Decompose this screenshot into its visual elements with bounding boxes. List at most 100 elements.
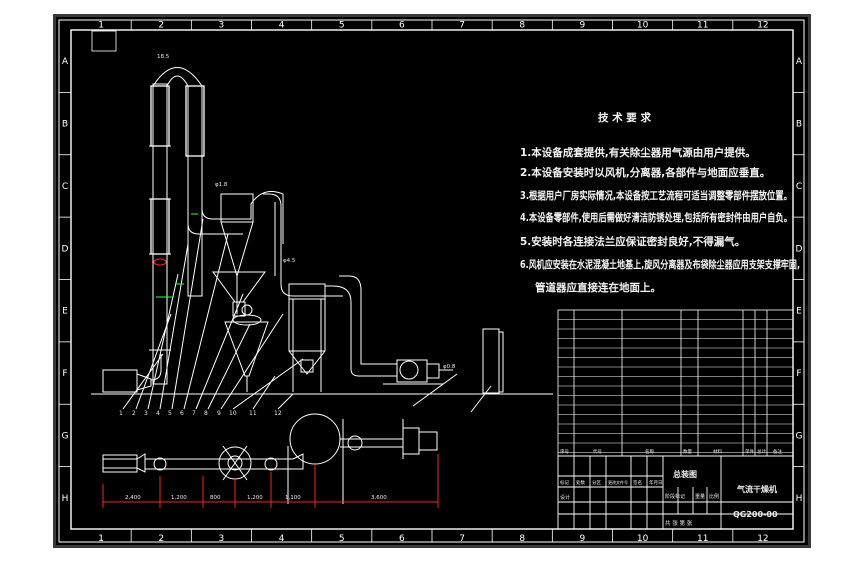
- zone-row-label-right: D: [796, 244, 803, 254]
- technical-requirements: 技 术 要 求 1.本设备成套提供,有关除尘器用气源由用户提供。 2.本设备安装…: [520, 111, 800, 294]
- zone-col-label-top: 2: [158, 21, 164, 31]
- svg-text:2,400: 2,400: [125, 495, 141, 501]
- svg-text:1,100: 1,100: [285, 495, 301, 501]
- svg-text:3: 3: [144, 410, 148, 417]
- exhaust-pipe: [325, 285, 397, 377]
- svg-text:φ0.8: φ0.8: [443, 364, 456, 370]
- requirements-title: 技 术 要 求: [598, 111, 651, 124]
- zone-col-label-bottom: 2: [158, 534, 164, 544]
- zone-row-label-left: D: [62, 244, 69, 254]
- sign-label: 更改文件号: [608, 479, 628, 485]
- zone-col-label-top: 4: [279, 21, 285, 31]
- design-label: 设计: [560, 494, 570, 501]
- bom-header: 序号 代号 名称 数量 材料 单件 总计 备注: [560, 448, 782, 455]
- cyclone-1-body: [220, 193, 254, 223]
- zone-row-label-left: A: [62, 57, 69, 67]
- zone-row-label-right: B: [796, 120, 802, 130]
- zone-row-label-left: G: [62, 431, 69, 441]
- zone-col-label-bottom: 1: [98, 534, 104, 544]
- elevation-view: [91, 67, 553, 413]
- bom-header-cell: 总计: [757, 448, 766, 455]
- zone-col-label-bottom: 4: [279, 534, 285, 544]
- stage-label: 重量: [695, 493, 705, 500]
- bom-header-cell: 备注: [773, 448, 782, 455]
- zone-row-label-right: G: [796, 431, 803, 441]
- svg-text:φ1.8: φ1.8: [215, 182, 228, 188]
- zone-col-label-bottom: 6: [399, 534, 405, 544]
- requirement-line: 4.本设备零部件,使用后需做好清洁防锈处理,包括所有密封件由用户自负。: [520, 211, 792, 224]
- requirement-line: 1.本设备成套提供,有关除尘器用气源由用户提供。: [520, 146, 756, 159]
- zone-row-label-right: H: [796, 494, 803, 504]
- svg-text:12: 12: [274, 410, 282, 417]
- filing-margin: [91, 30, 117, 52]
- svg-text:φ4.5: φ4.5: [283, 258, 296, 264]
- bom-header-cell: 数量: [683, 448, 692, 455]
- plan-view: [102, 413, 438, 504]
- conical-mixer: [224, 321, 269, 377]
- zone-col-label-bottom: 7: [459, 534, 465, 544]
- bom-header-cell: 材料: [713, 448, 722, 455]
- drawing-number: QG200-00: [733, 510, 778, 519]
- bom-header-cell: 序号: [560, 448, 569, 455]
- svg-text:800: 800: [210, 495, 221, 501]
- bom-header-cell: 名称: [645, 448, 654, 455]
- bom-header-cell: 单件: [745, 448, 754, 455]
- zone-col-label-top: 6: [399, 21, 405, 31]
- sign-label: 签名: [633, 479, 642, 486]
- zone-col-label-bottom: 12: [757, 534, 768, 544]
- zone-col-label-bottom: 9: [580, 534, 586, 544]
- zone-col-label-top: 7: [459, 21, 465, 31]
- drying-tube-left: [152, 83, 168, 385]
- sign-label: 分区: [592, 479, 601, 486]
- svg-text:4: 4: [156, 410, 160, 417]
- zone-col-label-bottom: 5: [339, 534, 345, 544]
- bom-header-cell: 代号: [593, 448, 602, 455]
- transfer-pipe: [201, 179, 284, 244]
- group-name: 总装图: [673, 469, 697, 479]
- plan-dimensions: [102, 454, 439, 508]
- zone-col-label-top: 3: [219, 21, 225, 31]
- svg-text:1,200: 1,200: [171, 495, 187, 501]
- plan-tube-1: [153, 457, 167, 471]
- svg-text:1: 1: [119, 410, 123, 417]
- machine-name: 气流干燥机: [736, 484, 777, 494]
- title-block: [557, 455, 794, 530]
- zone-col-label-top: 5: [339, 21, 345, 31]
- zone-row-label-left: E: [62, 307, 68, 317]
- svg-text:7: 7: [192, 410, 196, 417]
- zone-col-label-top: 1: [98, 21, 104, 31]
- svg-text:5: 5: [168, 410, 172, 417]
- requirement-line: 管道器应直接连在地面上。: [535, 281, 661, 294]
- svg-text:8: 8: [204, 410, 208, 417]
- svg-text:11: 11: [249, 410, 257, 417]
- sign-label: 标记: [560, 479, 569, 486]
- zone-col-label-bottom: 3: [219, 534, 225, 544]
- sign-label: 处数: [576, 479, 585, 486]
- requirement-line: 6.风机应安装在水泥混凝土地基上,旋风分离器及布袋除尘器应用支架支撑牢固,: [520, 258, 800, 271]
- zone-col-label-top: 12: [757, 21, 768, 31]
- svg-text:2: 2: [132, 410, 136, 417]
- zone-col-label-top: 11: [697, 21, 708, 31]
- outer-frame: [58, 19, 805, 543]
- zone-row-label-right: C: [796, 182, 802, 192]
- svg-text:18.5: 18.5: [157, 54, 170, 60]
- zone-row-label-right: E: [796, 307, 802, 317]
- zone-col-label-bottom: 11: [697, 534, 708, 544]
- zone-row-label-left: B: [62, 120, 68, 130]
- zone-row-label-left: H: [62, 494, 69, 504]
- zone-col-label-top: 8: [519, 21, 525, 31]
- svg-text:10: 10: [229, 410, 237, 417]
- zone-col-label-top: 9: [580, 21, 586, 31]
- zone-col-label-bottom: 10: [637, 534, 649, 544]
- svg-text:1,200: 1,200: [247, 495, 263, 501]
- zone-row-label-right: A: [796, 57, 803, 67]
- zone-row-label-right: F: [796, 369, 801, 379]
- title-block-text: 总装图 气流干燥机 QG200-00 阶段标记 重量 比例 共 张 第 张 设计…: [560, 469, 778, 527]
- top-bend: [152, 67, 203, 87]
- stage-label: 阶段标记: [665, 493, 685, 500]
- zone-col-label-top: 10: [637, 21, 649, 31]
- svg-text:6: 6: [180, 410, 184, 417]
- requirement-line: 2.本设备安装时以风机,分离器,各部件与地面应垂直。: [520, 166, 770, 179]
